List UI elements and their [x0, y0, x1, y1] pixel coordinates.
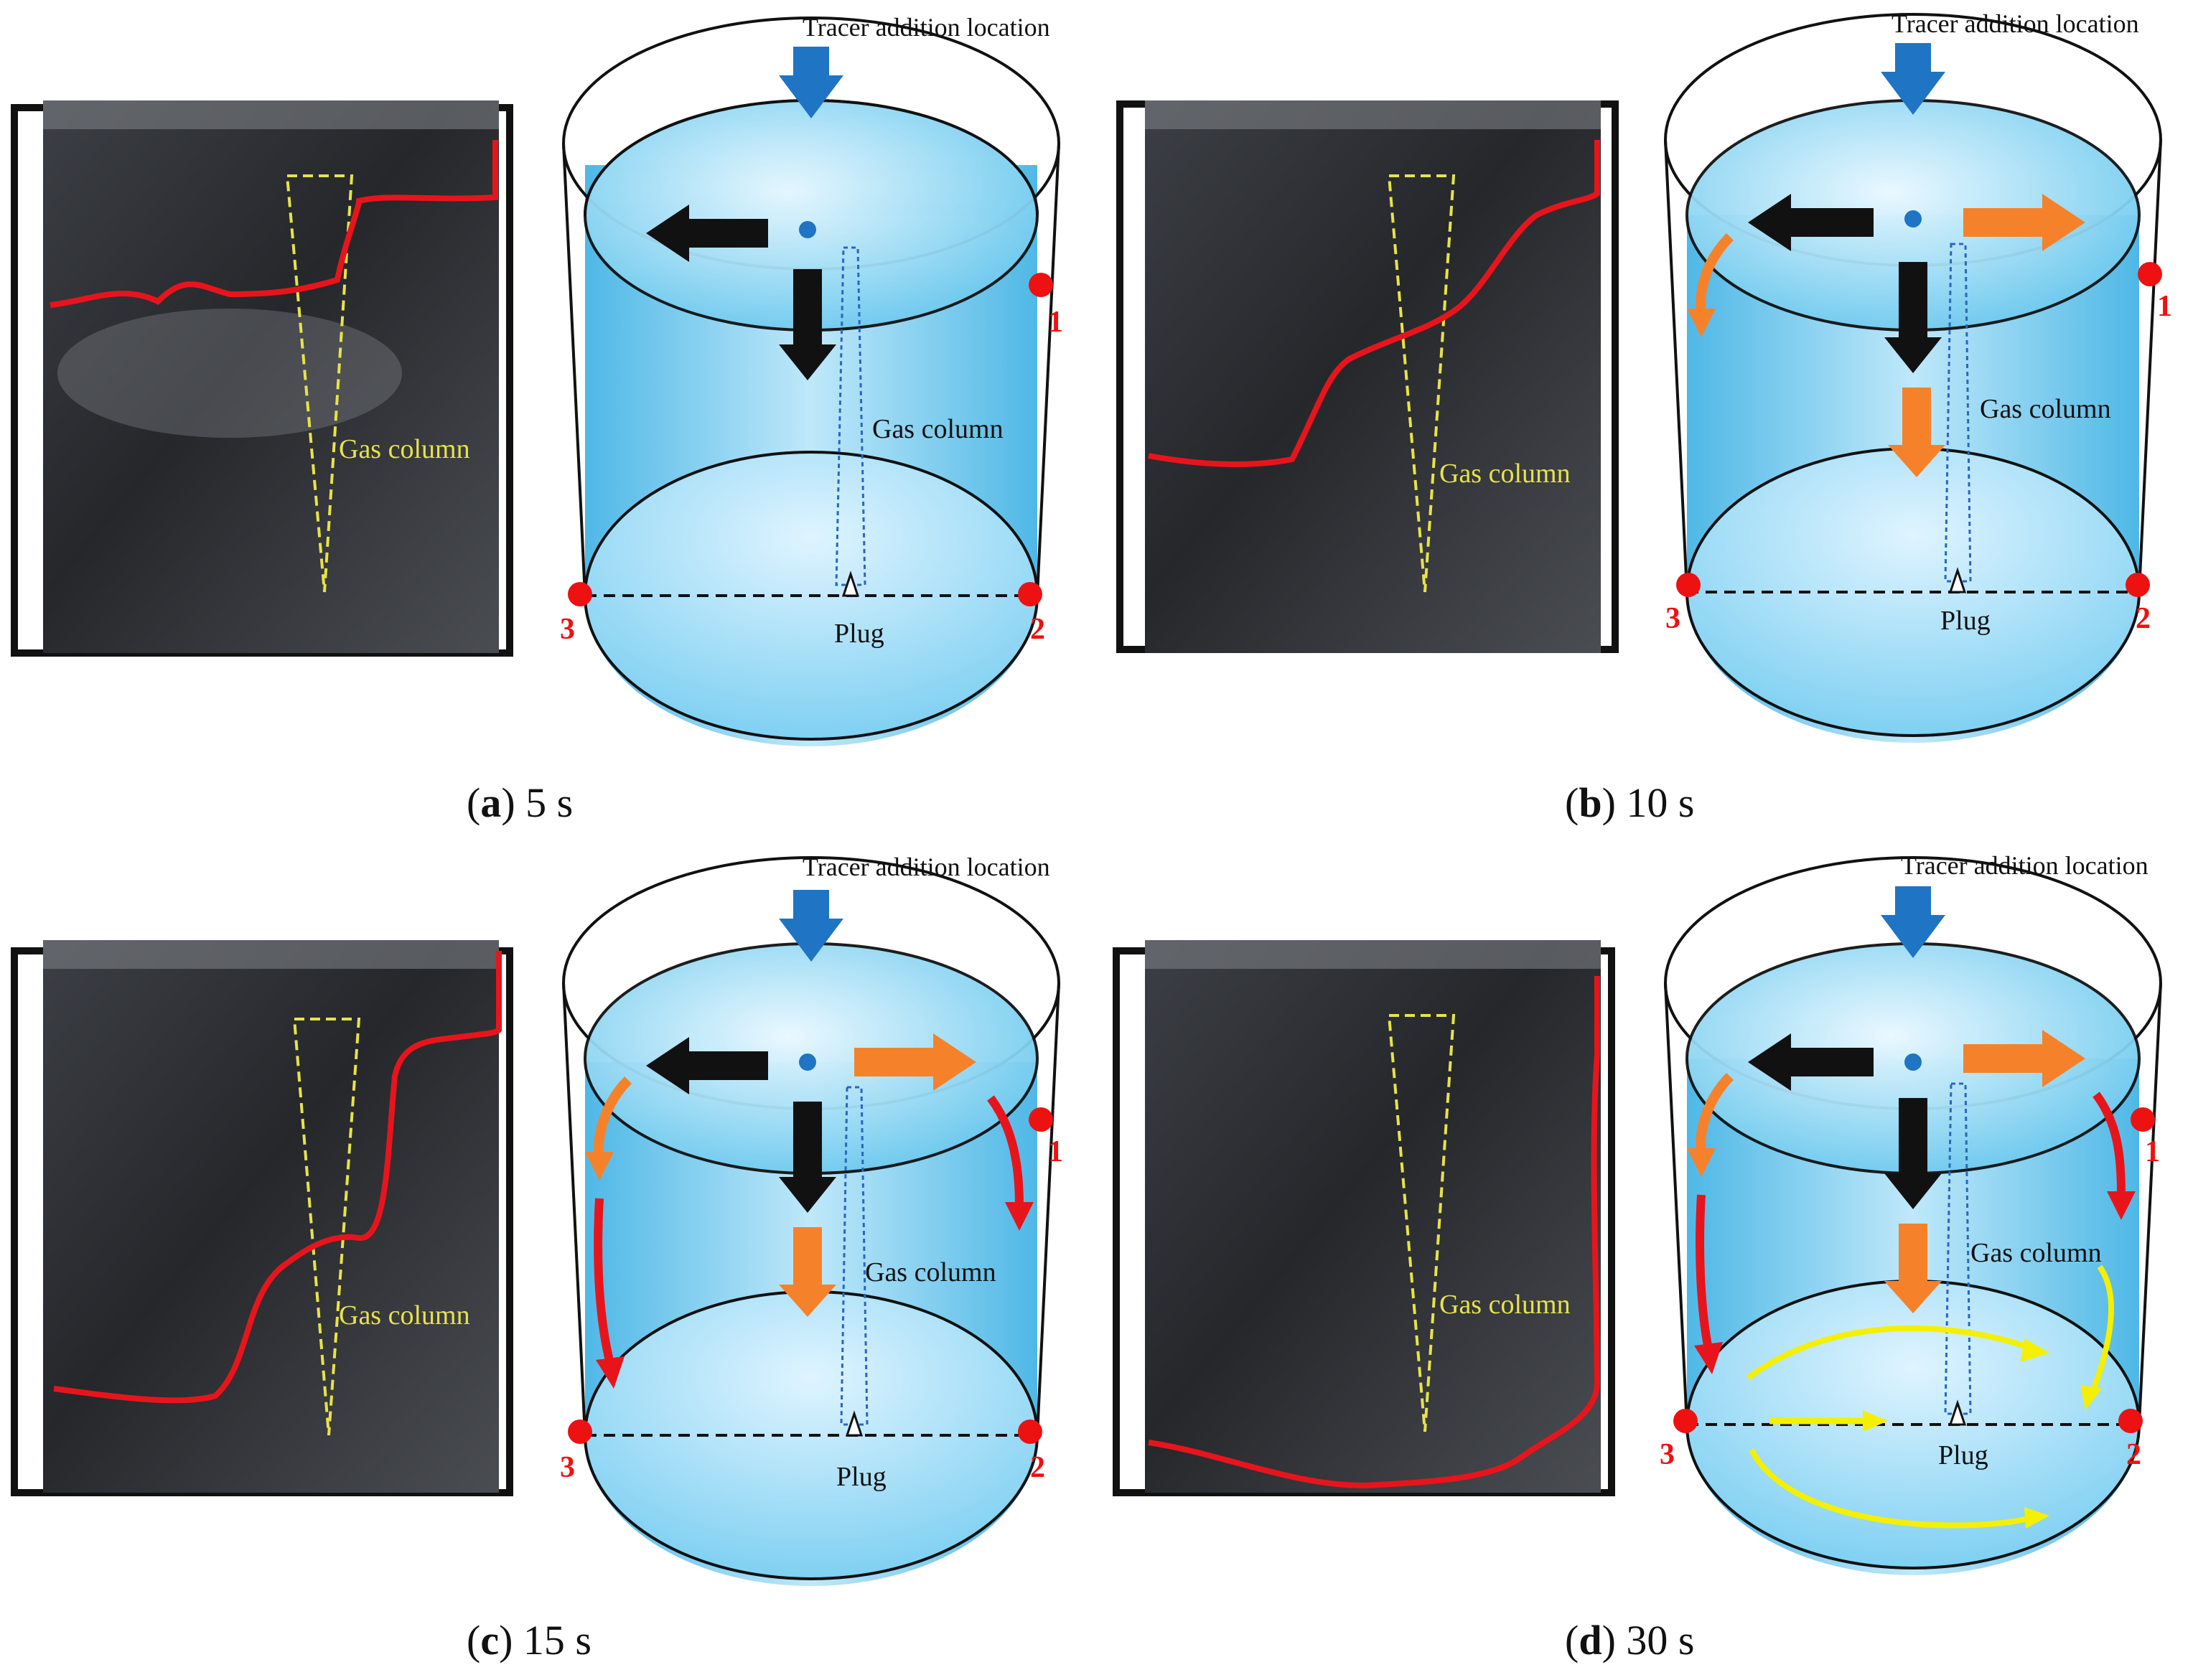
black-arrow-down-b [1884, 262, 1942, 373]
panel-a: Gas column 1 2 3 Gas column Plug Tr [11, 13, 1063, 826]
point-2-marker-c [1018, 1419, 1042, 1444]
gas-column-label-photo-d: Gas column [1439, 1290, 1571, 1320]
cylinder-c: 1 2 3 Gas column Plug Tracer addition lo… [560, 853, 1063, 1586]
black-arrow-left-b [1748, 194, 1874, 251]
caption-c: (c) 15 s [467, 1617, 591, 1663]
orange-arrow-side-d [1696, 1073, 1734, 1156]
point-3-marker-a [568, 582, 592, 606]
panel-c: Gas column 1 [11, 853, 1063, 1663]
black-arrow-down-c [779, 1102, 836, 1213]
red-flow-arrow-right-d [2093, 1092, 2126, 1196]
point-1-label-b: 1 [2157, 290, 2172, 323]
point-2-label-d: 2 [2126, 1438, 2141, 1471]
plug-label-a: Plug [834, 619, 884, 649]
photo-b: Gas column [1116, 100, 1619, 653]
point-3-label-a: 3 [560, 613, 575, 646]
point-2-label-b: 2 [2136, 602, 2151, 635]
red-flow-arrow-left-c [594, 1198, 614, 1365]
cylinder-b: 1 2 3 Gas column Plug Tracer addition lo… [1664, 9, 2172, 743]
caption-letter-b: b [1579, 779, 1602, 826]
gas-column-label-b: Gas column [1980, 394, 2111, 424]
orange-arrow-right-b [1963, 194, 2085, 251]
point-1-marker-c [1029, 1107, 1053, 1132]
orange-arrow-down-b [1888, 388, 1945, 477]
tracer-arrow-b [1881, 43, 1945, 115]
orange-arrow-right-d [1963, 1030, 2085, 1087]
caption-time-c: 15 s [523, 1617, 591, 1663]
tracer-label-a: Tracer addition location [803, 13, 1050, 42]
tracer-arrow-c [779, 890, 843, 962]
point-3-marker-c [568, 1419, 592, 1444]
red-flow-arrow-right-c [987, 1095, 1024, 1206]
black-arrow-down-d [1884, 1098, 1942, 1209]
point-2-marker-a [1018, 582, 1042, 606]
point-3-marker-b [1676, 573, 1701, 597]
yellow-flow-arrow-top-d [1746, 1325, 2033, 1381]
black-arrow-left-c [646, 1037, 768, 1094]
panel-b: Gas column 1 2 3 Gas colum [1116, 9, 2172, 826]
point-1-marker-d [2131, 1107, 2155, 1132]
black-arrow-down-a [779, 269, 836, 380]
point-3-marker-d [1673, 1409, 1698, 1433]
caption-letter-a: a [480, 779, 501, 826]
orange-arrow-side-c [594, 1076, 632, 1160]
tracer-label-d: Tracer addition location [1901, 851, 2148, 880]
caption-letter-c: c [480, 1617, 499, 1663]
gas-column-label-photo-c: Gas column [339, 1300, 470, 1331]
plug-label-b: Plug [1940, 606, 1991, 636]
cylinder-a: 1 2 3 Gas column Plug Tracer addition lo… [560, 13, 1063, 746]
orange-arrow-right-c [854, 1033, 976, 1091]
point-1-label-a: 1 [1048, 306, 1063, 339]
caption-time-b: 10 s [1626, 779, 1694, 826]
caption-letter-d: d [1579, 1617, 1602, 1663]
gas-column-label-photo-a: Gas column [339, 434, 470, 464]
photo-c: Gas column [11, 940, 513, 1496]
photo-a: Gas column [11, 100, 513, 657]
plug-label-c: Plug [836, 1462, 887, 1492]
point-2-marker-d [2118, 1409, 2143, 1433]
orange-arrow-side-b [1696, 233, 1734, 316]
tracer-label-c: Tracer addition location [803, 853, 1050, 881]
gas-column-label-a: Gas column [872, 414, 1004, 444]
panel-d: Gas column [1113, 851, 2162, 1663]
point-2-label-c: 2 [1030, 1451, 1045, 1484]
point-1-label-d: 1 [2145, 1135, 2160, 1168]
gas-column-label-photo-b: Gas column [1439, 459, 1571, 489]
caption-d: (d) 30 s [1565, 1617, 1695, 1663]
yellow-flow-arrow-right-d [2090, 1264, 2115, 1394]
red-flow-arrow-left-d [1696, 1194, 1713, 1351]
photo-d: Gas column [1113, 940, 1615, 1496]
plug-label-d: Plug [1938, 1440, 1988, 1470]
point-1-marker-b [2138, 262, 2162, 286]
caption-time-a: 5 s [525, 779, 573, 826]
caption-a: (a) 5 s [467, 779, 573, 826]
orange-arrow-down-d [1884, 1224, 1942, 1313]
gas-column-label-d: Gas column [1970, 1238, 2102, 1268]
point-1-label-c: 1 [1048, 1135, 1063, 1168]
caption-time-d: 30 s [1626, 1617, 1694, 1663]
black-arrow-left-a [646, 205, 768, 262]
point-3-label-c: 3 [560, 1451, 575, 1484]
point-2-marker-b [2126, 573, 2150, 597]
point-3-label-d: 3 [1660, 1438, 1675, 1471]
black-arrow-left-d [1748, 1033, 1874, 1091]
yellow-flow-arrow-bottom-d [1749, 1448, 2032, 1529]
point-2-label-a: 2 [1030, 613, 1045, 646]
tracer-label-b: Tracer addition location [1892, 9, 2139, 38]
cylinder-d: 1 2 3 Gas column Plug Tracer addition lo… [1660, 851, 2162, 1575]
tracer-arrow-a [779, 47, 843, 118]
point-1-marker-a [1029, 273, 1053, 297]
caption-b: (b) 10 s [1565, 779, 1695, 826]
gas-column-label-c: Gas column [865, 1257, 996, 1287]
orange-arrow-down-c [779, 1227, 836, 1317]
tracer-arrow-d [1881, 886, 1945, 958]
point-3-label-b: 3 [1665, 602, 1680, 635]
